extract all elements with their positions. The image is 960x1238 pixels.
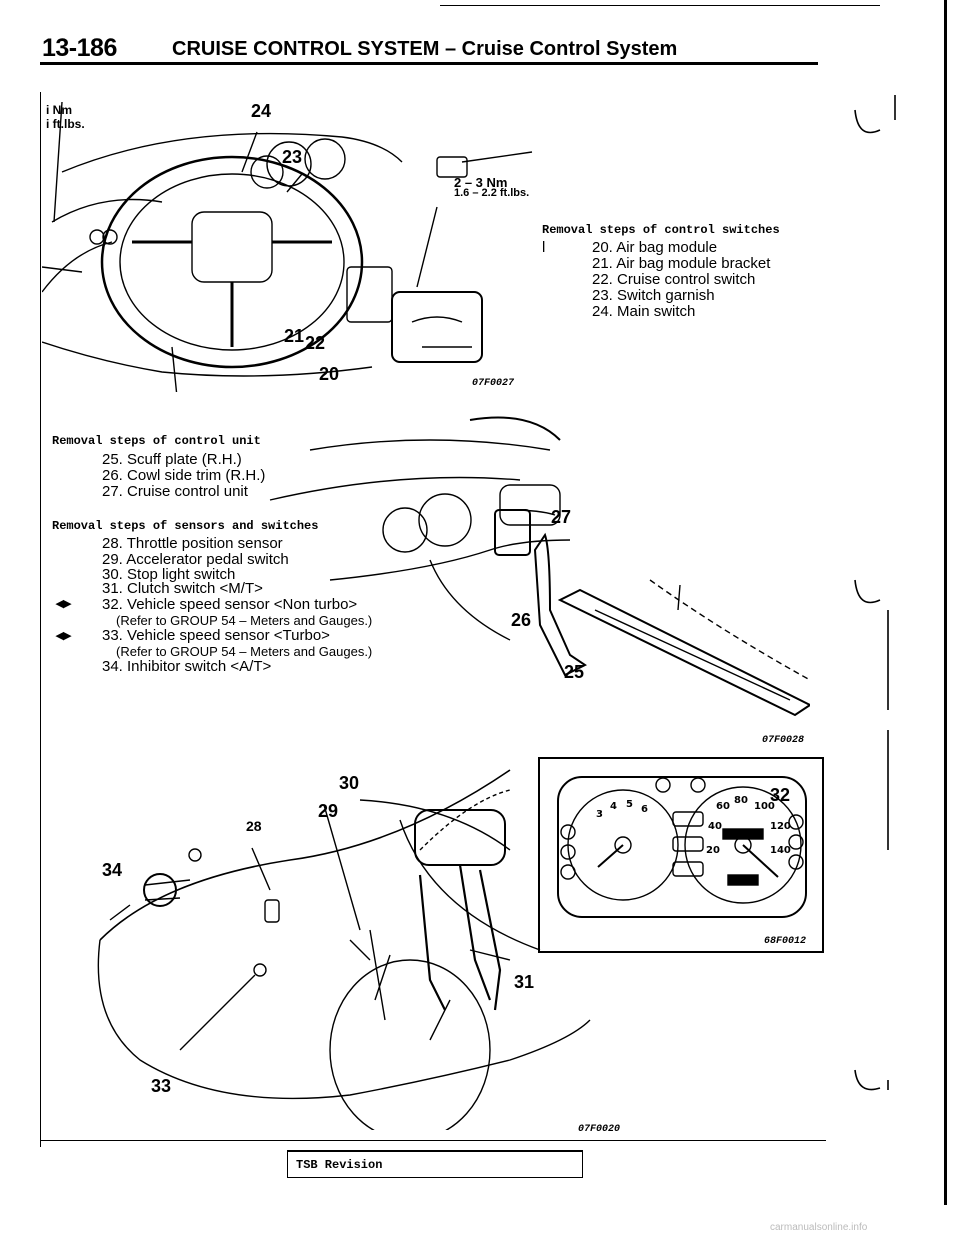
callout-31: 31 — [514, 972, 535, 992]
callout-33: 33 — [151, 1076, 172, 1096]
unit-removal-list: 25. Scuff plate (R.H.) 26. Cowl side tri… — [102, 452, 265, 500]
watermark: carmanualsonline.info — [770, 1222, 868, 1233]
list-item: 29. Accelerator pedal switch — [102, 551, 289, 568]
header-rule — [40, 62, 818, 65]
sensor-removal-heading: Removal steps of sensors and switches — [52, 519, 319, 533]
list-item: 33. Vehicle speed sensor <Turbo> — [102, 627, 330, 644]
callout-25: 25 — [564, 662, 585, 682]
bottom-rule — [40, 1140, 826, 1141]
callout-22: 22 — [305, 333, 326, 353]
svg-text:80: 80 — [734, 795, 748, 806]
callout-29: 29 — [318, 801, 339, 821]
list-item: 21. Air bag module bracket — [592, 255, 771, 272]
figure-code-07F0027: 07F0027 — [472, 378, 515, 389]
svg-text:20: 20 — [706, 845, 720, 856]
torque-left-ft: i ft.lbs. — [46, 117, 85, 131]
page-number: 13-186 — [42, 34, 117, 62]
callout-28: 28 — [246, 818, 262, 834]
list-item: 34. Inhibitor switch <A/T> — [102, 658, 272, 675]
list-item-note: (Refer to GROUP 54 – Meters and Gauges.) — [116, 613, 373, 628]
list-item: 30. Stop light switch — [102, 566, 236, 583]
list-item: 32. Vehicle speed sensor <Non turbo> — [102, 596, 358, 613]
top-rule — [440, 5, 880, 6]
svg-text:5: 5 — [626, 799, 633, 810]
left-margin-rule — [40, 92, 41, 1147]
svg-text:140: 140 — [770, 845, 791, 856]
unit-removal-heading: Removal steps of control unit — [52, 434, 261, 448]
svg-text:3: 3 — [596, 809, 603, 820]
callout-23: 23 — [282, 147, 303, 167]
list-item: 24. Main switch — [592, 303, 696, 320]
list-item: 25. Scuff plate (R.H.) — [102, 451, 242, 468]
list-item: 23. Switch garnish — [592, 287, 715, 304]
switch-removal-marker: l — [542, 239, 546, 256]
torque-mid-ft: 1.6 – 2.2 ft.lbs. — [454, 187, 530, 199]
list-item: 22. Cruise control switch — [592, 271, 756, 288]
figure-code-68F0012: 68F0012 — [764, 936, 807, 947]
list-item: 31. Clutch switch <M/T> — [102, 580, 263, 597]
callout-26: 26 — [511, 610, 532, 630]
callout-27: 27 — [551, 507, 572, 527]
callout-24: 24 — [251, 101, 272, 121]
svg-text:40: 40 — [708, 821, 722, 832]
torque-mid-nm: 2 – 3 Nm — [454, 175, 508, 190]
list-item: 27. Cruise control unit — [102, 483, 248, 500]
callout-34: 34 — [102, 860, 123, 880]
tsb-revision-box: TSB Revision — [287, 1150, 583, 1178]
callout-32: 32 — [770, 785, 791, 805]
figure-cowl-trim — [269, 416, 810, 717]
switch-removal-heading: Removal steps of control switches — [542, 223, 780, 237]
list-item: 20. Air bag module — [592, 239, 718, 256]
margin-marks — [854, 95, 896, 1091]
page-title: CRUISE CONTROL SYSTEM – Cruise Control S… — [172, 38, 678, 60]
callout-21: 21 — [284, 326, 305, 346]
list-item: 28. Throttle position sensor — [102, 535, 283, 552]
svg-text:60: 60 — [716, 801, 730, 812]
tsb-revision-label: TSB Revision — [296, 1158, 383, 1172]
right-edge-rule — [944, 0, 947, 1205]
callout-20: 20 — [319, 364, 340, 384]
sensor-removal-marker-33: ◂▸ — [56, 627, 72, 644]
list-item-note: (Refer to GROUP 54 – Meters and Gauges.) — [116, 644, 373, 659]
svg-text:6: 6 — [641, 804, 648, 815]
svg-text:120: 120 — [770, 821, 791, 832]
sensor-removal-marker-32: ◂▸ — [56, 595, 72, 612]
svg-text:4: 4 — [610, 801, 617, 812]
callout-30: 30 — [339, 773, 360, 793]
torque-left-nm: i Nm — [46, 103, 73, 117]
figure-steering-wheel — [42, 101, 533, 392]
figure-sensors-pedals — [97, 769, 591, 1130]
list-item: 26. Cowl side trim (R.H.) — [102, 467, 266, 484]
figure-code-07F0020: 07F0020 — [578, 1124, 621, 1135]
switch-removal-list: 20. Air bag module 21. Air bag module br… — [592, 240, 770, 320]
svg-text:100: 100 — [754, 801, 775, 812]
figure-code-07F0028: 07F0028 — [762, 735, 805, 746]
